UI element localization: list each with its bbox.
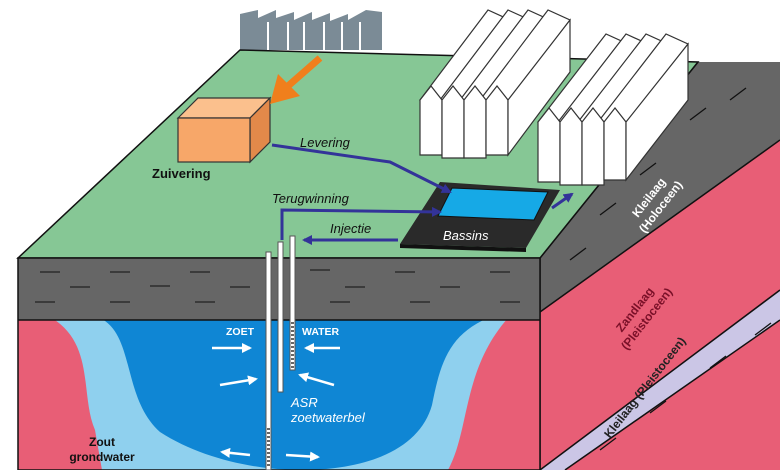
label-zuivering: Zuivering (152, 166, 211, 181)
greenhouse-icon (537, 33, 689, 186)
label-zoetwaterbel: zoetwaterbel (290, 410, 366, 425)
label-injectie: Injectie (330, 221, 371, 236)
label-zoet: ZOET (226, 326, 255, 338)
well-icon (265, 235, 296, 470)
clay-dashes (35, 269, 520, 303)
label-levering: Levering (300, 135, 351, 150)
label-zout: Zout (89, 435, 115, 449)
label-bassins: Bassins (443, 228, 489, 243)
label-asr: ASR (290, 395, 318, 410)
levering-arrow (271, 143, 452, 194)
basin-icon[interactable] (400, 182, 560, 252)
treatment-plant-icon[interactable] (176, 96, 272, 164)
aquifer-flow-arrows (212, 343, 340, 462)
label-grondwater: grondwater (69, 450, 135, 464)
label-water: WATER (302, 326, 340, 338)
block-side-face (539, 61, 780, 470)
flow-arrows (271, 143, 574, 245)
greenhouse-icon (419, 9, 571, 159)
terugwinning-arrow (280, 206, 442, 240)
factory-icon (240, 10, 382, 50)
label-terugwinning: Terugwinning (272, 191, 350, 206)
orange-arrow (270, 55, 323, 104)
export-arrow (551, 192, 574, 210)
